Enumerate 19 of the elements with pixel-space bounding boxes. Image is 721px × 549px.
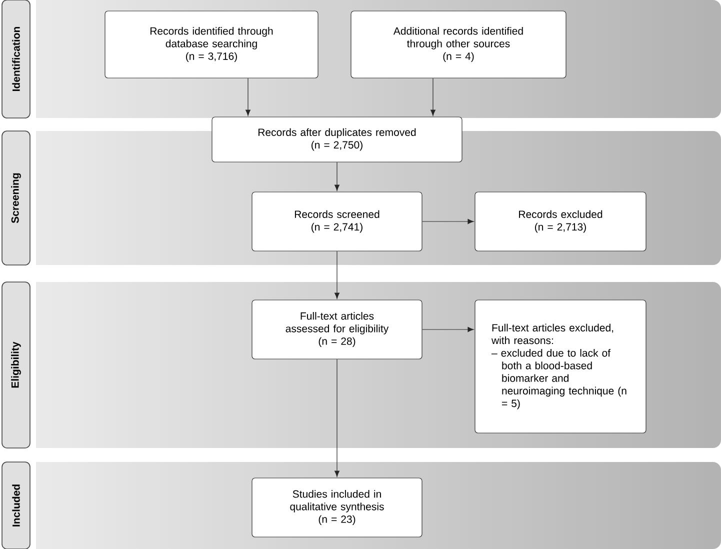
- arrow: [334, 359, 340, 477]
- arrow: [334, 251, 340, 299]
- arrow: [422, 326, 474, 332]
- arrow: [334, 162, 340, 191]
- process-box: Records after duplicates removed (n = 2,750): [212, 116, 462, 162]
- stage-tab: Included: [2, 462, 30, 549]
- stage-tab: Identification: [2, 0, 30, 118]
- arrow: [422, 218, 474, 224]
- process-box: Additional records identified through other sources (n = 4): [350, 10, 566, 78]
- process-box: Studies included in qualitative synthesis (n = 23): [252, 478, 422, 538]
- arrow: [430, 78, 436, 116]
- stage-tab: Screening: [2, 130, 30, 266]
- process-box: Records excluded (n = 2,713): [474, 192, 646, 252]
- process-box: Records screened (n = 2,741): [252, 192, 422, 252]
- stage-tab: Eligibility: [2, 282, 30, 448]
- process-box: Records identified through database searching (n = 3,716): [104, 10, 318, 78]
- process-box: Full-text articles assessed for eligibility (n = 28): [252, 300, 422, 360]
- arrow: [245, 78, 251, 116]
- process-box: Full-text articles excluded, with reasons: – excluded due to lack of both a blood-based biomarker and neuroimaging technique (n = 5): [474, 300, 646, 434]
